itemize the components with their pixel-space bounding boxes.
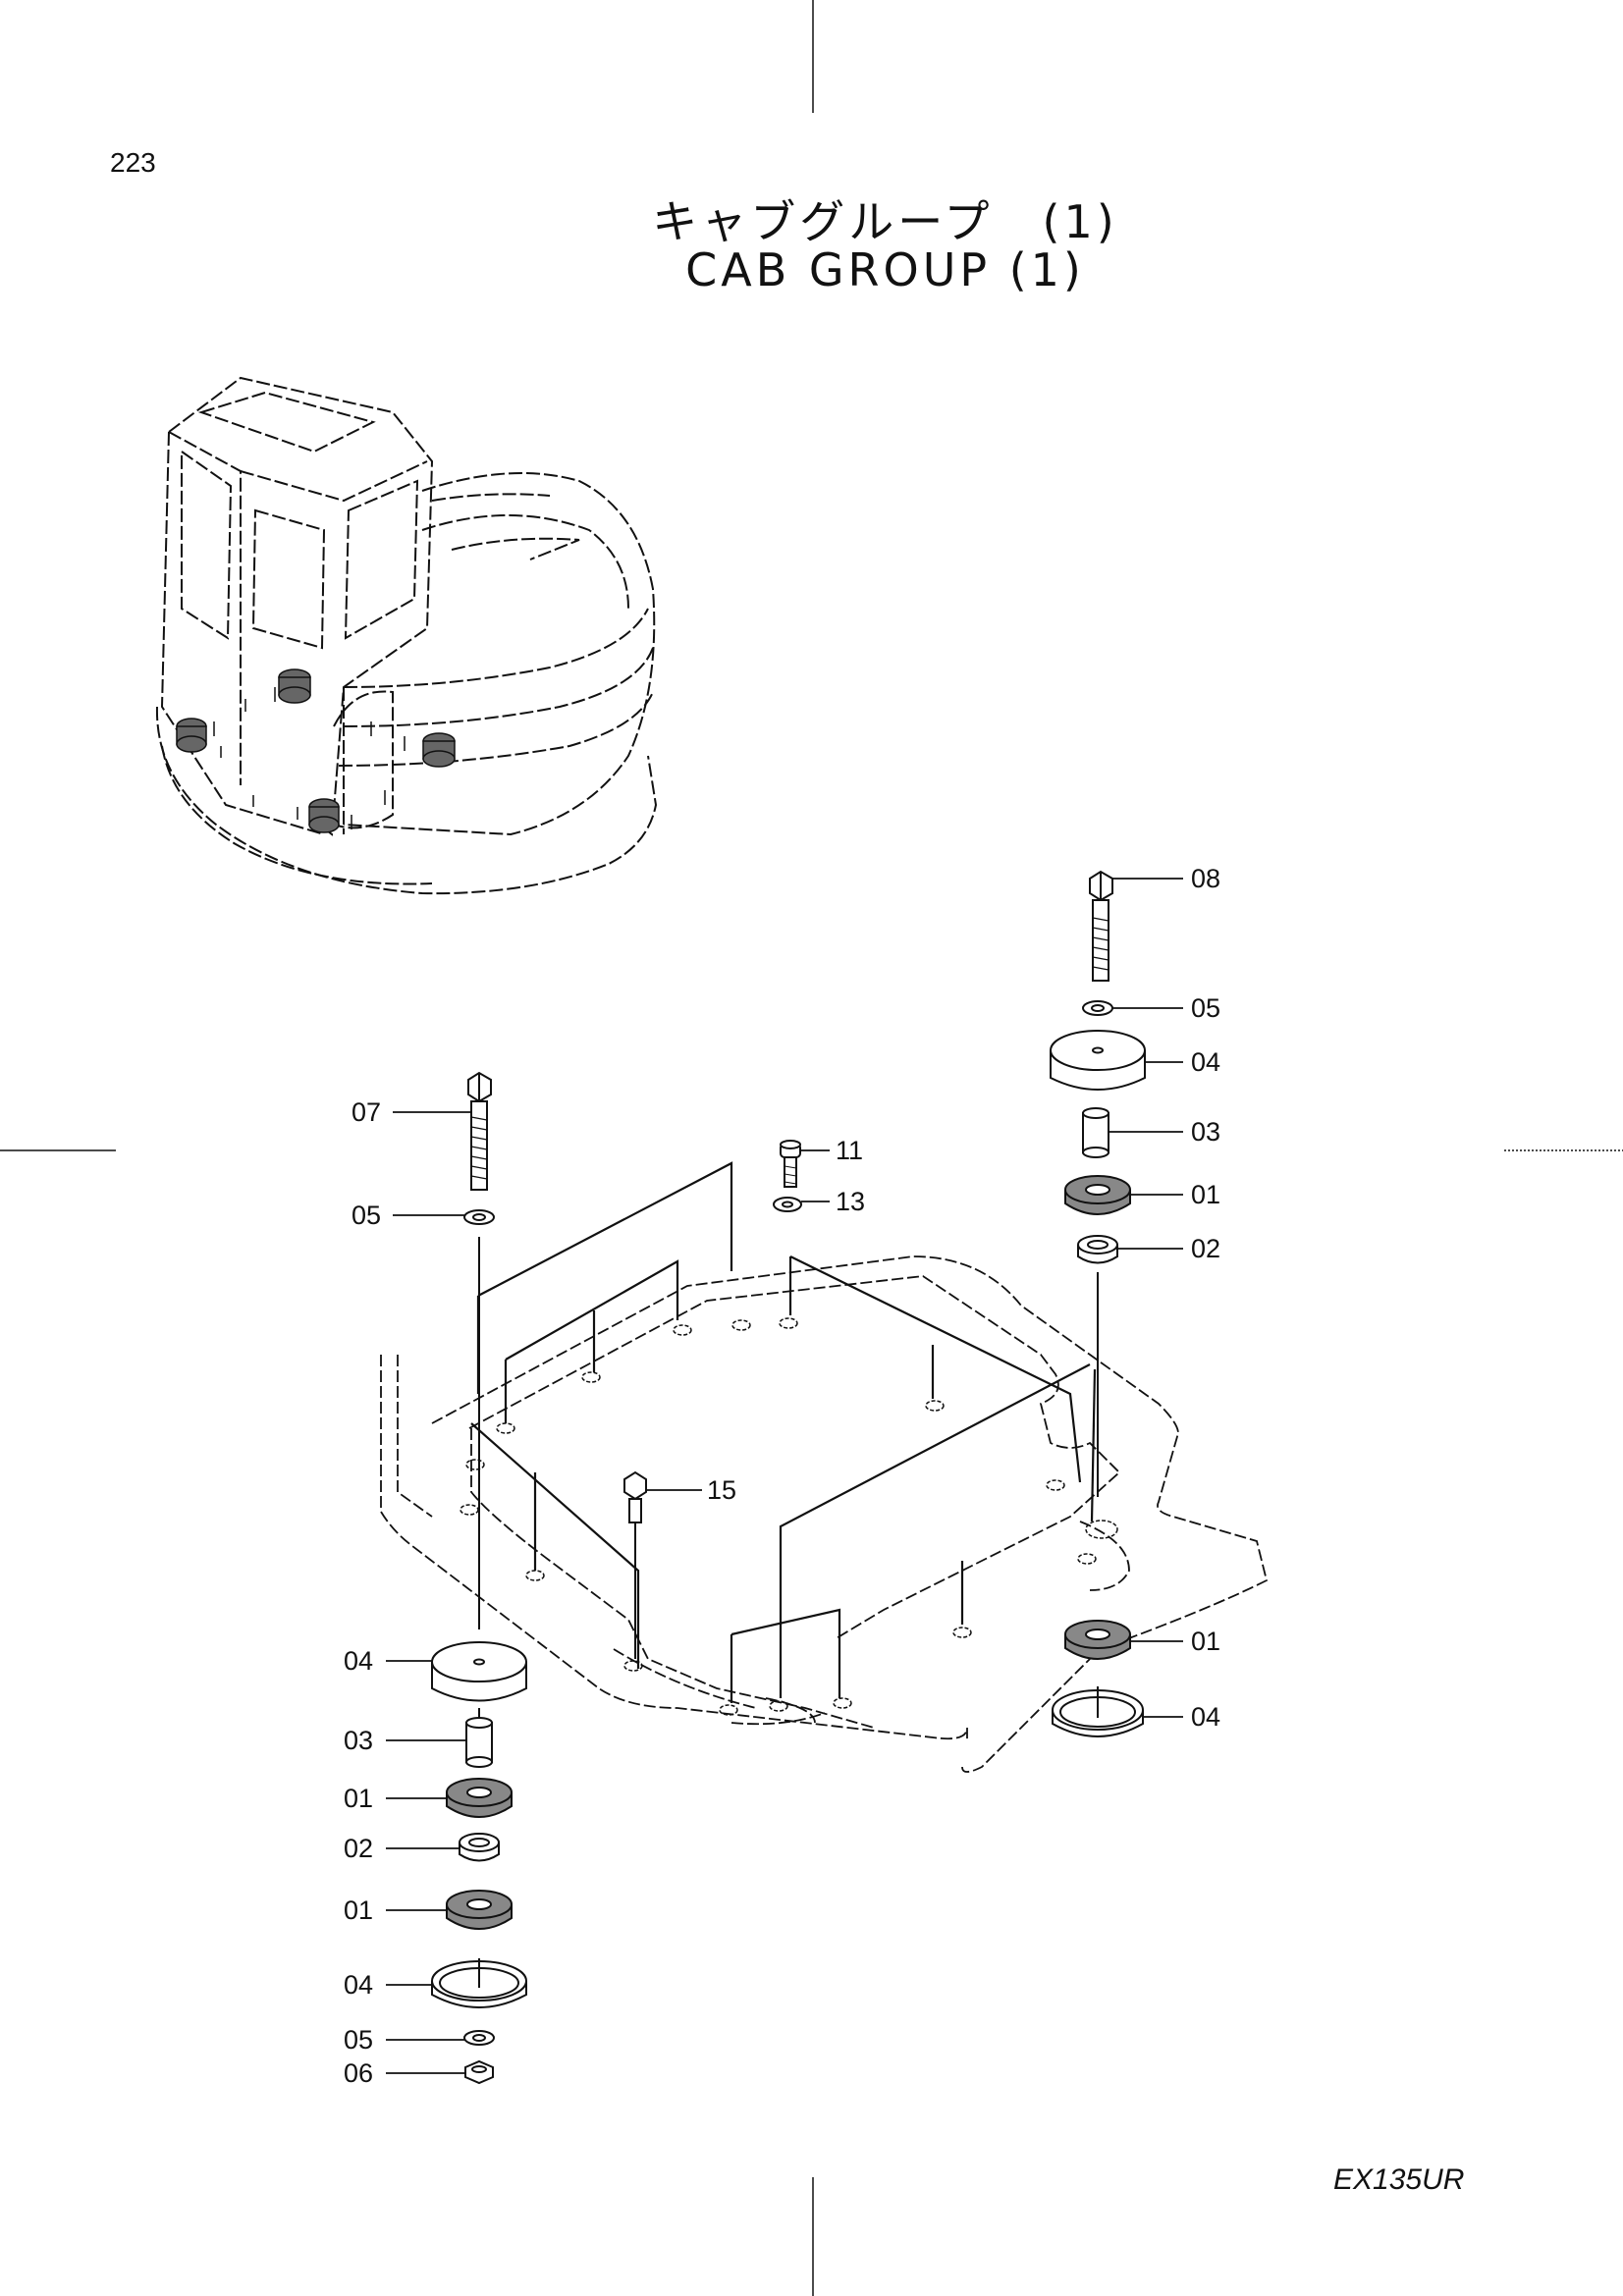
callout-01: 01 [1191, 1627, 1220, 1656]
callout-13: 13 [836, 1187, 865, 1216]
overview-bolts [213, 687, 406, 829]
title-japanese: キャブグループ (1) [652, 195, 1118, 248]
callout-04: 04 [1191, 1702, 1220, 1732]
callout-02: 02 [1191, 1234, 1220, 1263]
mount-stack-right-top [1050, 870, 1146, 1497]
callout-04: 04 [344, 1646, 373, 1676]
mount-stack-right-bottom [1052, 1620, 1144, 1737]
callout-15: 15 [707, 1475, 736, 1505]
callout-05: 05 [1191, 993, 1220, 1023]
callout-07: 07 [352, 1097, 381, 1127]
callout-05: 05 [344, 2025, 373, 2055]
callout-08: 08 [1191, 864, 1220, 893]
callout-03: 03 [344, 1726, 373, 1755]
frame-mount-lines [470, 1161, 1097, 1703]
excavator-overview [155, 376, 658, 895]
mount-stack-left [431, 1071, 527, 2085]
callout-02: 02 [344, 1834, 373, 1863]
callout-11: 11 [836, 1136, 863, 1165]
callout-labels: 08 05 04 03 01 02 07 05 11 13 15 01 04 0… [344, 864, 1220, 2088]
callout-04: 04 [344, 1970, 373, 2000]
callout-04: 04 [1191, 1047, 1220, 1077]
title-english: CAB GROUP (1) [685, 243, 1085, 296]
callout-05: 05 [352, 1201, 381, 1230]
callout-01: 01 [1191, 1180, 1220, 1209]
center-bolts [623, 1140, 802, 1659]
callout-03: 03 [1191, 1117, 1220, 1147]
overview-mount-highlights [176, 668, 456, 833]
leader-lines [386, 878, 1183, 2074]
callout-06: 06 [344, 2058, 373, 2088]
frame-holes [460, 1317, 1118, 1716]
page-number: 223 [110, 147, 156, 178]
callout-01: 01 [344, 1784, 373, 1813]
callout-01: 01 [344, 1896, 373, 1925]
model-code: EX135UR [1333, 2163, 1465, 2196]
